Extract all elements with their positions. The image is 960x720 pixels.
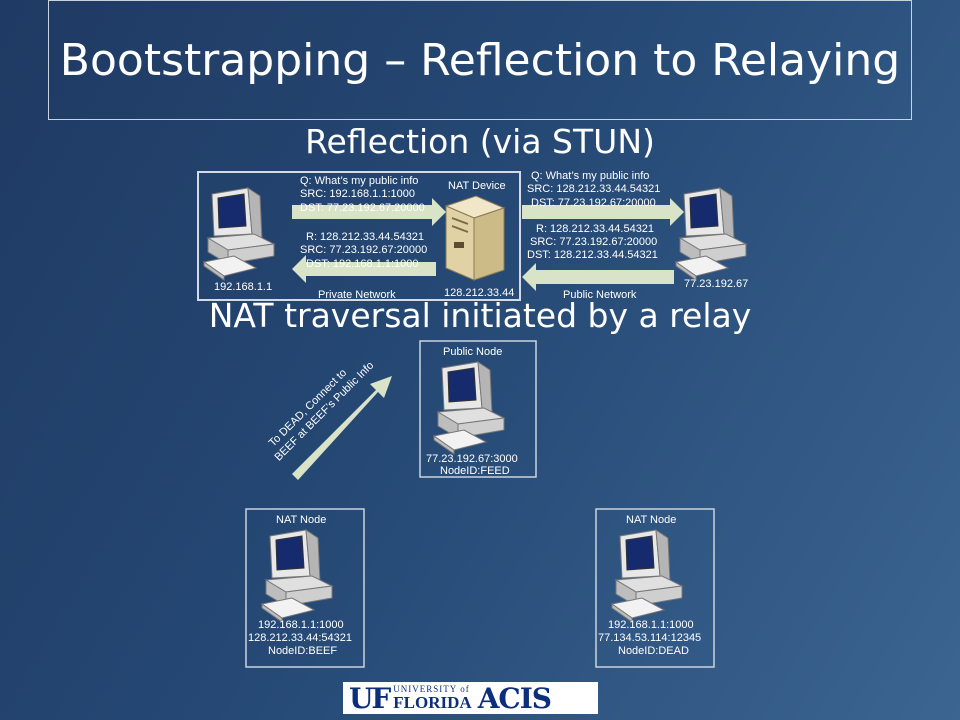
uf-acis-logo: UF UNIVERSITY of FLORIDA ACIS (343, 681, 598, 715)
private-network-label: Private Network (318, 289, 396, 301)
logo-uf: UF (349, 681, 391, 715)
title-box: Bootstrapping – Reflection to Relaying (48, 0, 912, 120)
logo-florida: FLORIDA (393, 693, 472, 712)
response-arrow-right-left-icon (522, 263, 674, 291)
nat-node-beef-computer-icon (261, 529, 333, 623)
public-node-id: NodeID:FEED (440, 465, 510, 477)
nat-node-beef-box (245, 508, 365, 668)
query-right-line-2: SRC: 128.212.33.44.54321 (527, 183, 660, 195)
response-left-line-1: R: 128.212.33.44.54321 (306, 231, 424, 243)
nat-node-beef-label: NAT Node (276, 514, 326, 526)
relay-message: To DEAD, Connect to BEEF at BEEF’s Publi… (267, 360, 377, 464)
left-host-computer-icon (203, 187, 275, 281)
section-heading-relay: NAT traversal initiated by a relay (208, 296, 752, 335)
query-arrow-left-right-icon (292, 198, 446, 226)
query-right-line-3: DST: 77.23.192.67:20000 (531, 197, 656, 209)
query-left-line-1: Q: What’s my public info (300, 175, 418, 187)
nat-device-label: NAT Device (448, 180, 506, 192)
query-left-line-2: SRC: 192.168.1.1:1000 (300, 188, 415, 200)
logo-acis: ACIS (477, 681, 552, 715)
nat-device-ip: 128.212.33.44 (444, 287, 514, 299)
nat-node-dead-computer-icon (611, 529, 683, 623)
response-right-line-2: SRC: 77.23.192.67:20000 (530, 236, 657, 248)
public-network-label: Public Network (563, 289, 637, 301)
left-host-ip: 192.168.1.1 (214, 281, 272, 293)
response-left-line-2: SRC: 77.23.192.67:20000 (300, 244, 427, 256)
right-host-computer-icon (675, 187, 747, 281)
response-right-line-1: R: 128.212.33.44.54321 (536, 223, 654, 235)
nat-node-beef-public: 128.212.33.44:54321 (248, 632, 352, 644)
nat-node-dead-box (595, 508, 715, 668)
query-arrow-right-right-icon (522, 198, 684, 226)
logo-university-of: UNIVERSITY of (393, 684, 470, 694)
response-arrow-left-left-icon (292, 255, 436, 283)
public-node-box (419, 340, 537, 478)
slide-title: Bootstrapping – Reflection to Relaying (59, 34, 901, 86)
nat-node-beef-id: NodeID:BEEF (268, 645, 337, 657)
public-node-computer-icon (433, 361, 505, 455)
nat-node-beef-private: 192.168.1.1:1000 (258, 619, 344, 631)
section-heading-reflection: Reflection (via STUN) (305, 122, 655, 161)
nat-node-dead-public: 77.134.53.114:12345 (598, 632, 701, 644)
response-left-line-3: DST: 192.168.1.1:1000 (306, 258, 419, 270)
query-right-line-1: Q: What’s my public info (531, 170, 649, 182)
query-left-line-3: DST: 77.23.192.67:20000 (300, 202, 425, 214)
private-network-box (197, 171, 521, 301)
public-node-address: 77.23.192.67:3000 (426, 453, 518, 465)
logo-university: UNIVERSITY of FLORIDA (393, 684, 472, 712)
relay-arrow-icon (292, 376, 392, 480)
right-host-ip: 77.23.192.67 (684, 278, 748, 290)
nat-device-server-icon (445, 195, 505, 281)
nat-node-dead-label: NAT Node (626, 514, 676, 526)
response-right-line-3: DST: 128.212.33.44.54321 (527, 249, 658, 261)
public-node-label: Public Node (443, 346, 502, 358)
nat-node-dead-private: 192.168.1.1:1000 (608, 619, 694, 631)
nat-node-dead-id: NodeID:DEAD (618, 645, 689, 657)
